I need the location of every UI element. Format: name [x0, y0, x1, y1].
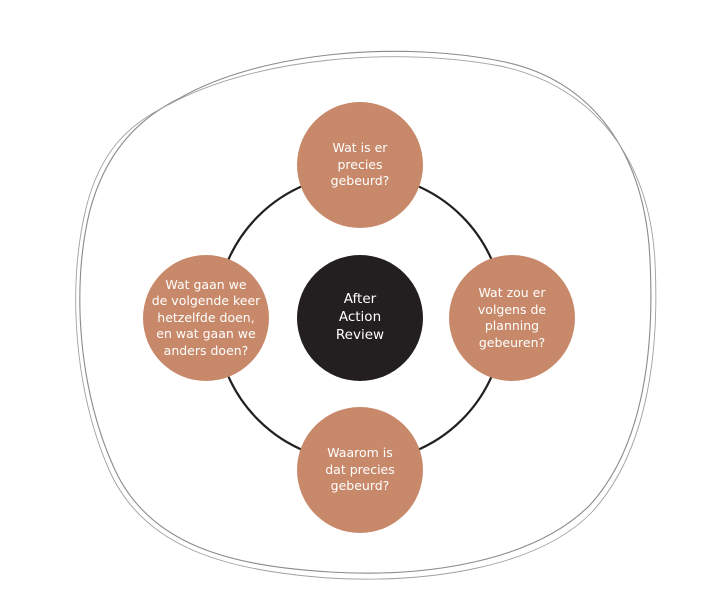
node-label-left: Wat gaan we de volgende keer hetzelfde d… [151, 276, 261, 358]
node-label-top: Wat is er precies gebeurd? [330, 140, 390, 189]
center-circle [297, 255, 423, 381]
sketch-outline-primary [79, 50, 652, 574]
node-circle-bottom [297, 407, 423, 533]
center-label: After Action Review [335, 291, 385, 343]
node-label-right: Wat zou er volgens de planning gebeuren? [477, 285, 547, 350]
node-circle-right [449, 255, 575, 381]
node-circle-top [297, 102, 423, 228]
sketch-outline-secondary [75, 56, 657, 580]
node-circle-left [143, 255, 269, 381]
node-label-bottom: Waarom is dat precies gebeurd? [325, 445, 395, 494]
